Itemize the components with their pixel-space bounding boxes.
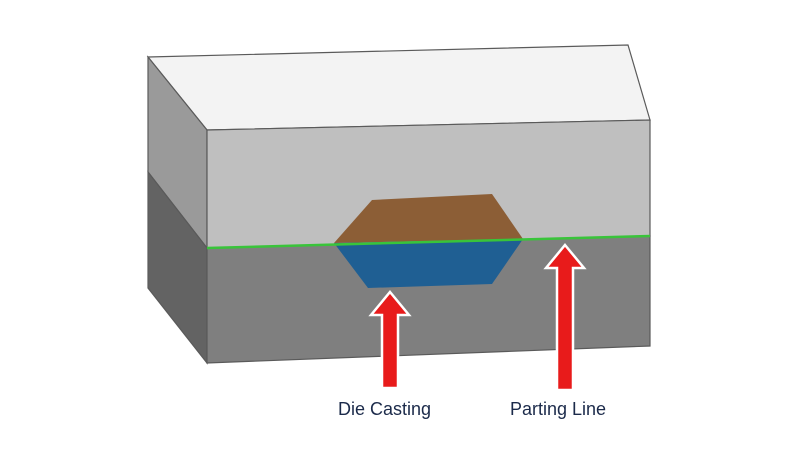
casting-upper-half bbox=[334, 194, 523, 243]
die-casting-label: Die Casting bbox=[338, 399, 432, 419]
die-casting-arrow bbox=[368, 290, 412, 390]
parting-line-label: Parting Line bbox=[510, 399, 607, 419]
casting-lower-half bbox=[334, 239, 523, 288]
parting-line-arrow bbox=[543, 243, 587, 392]
mold-top-face bbox=[146, 44, 651, 131]
parting-line bbox=[206, 234, 651, 250]
